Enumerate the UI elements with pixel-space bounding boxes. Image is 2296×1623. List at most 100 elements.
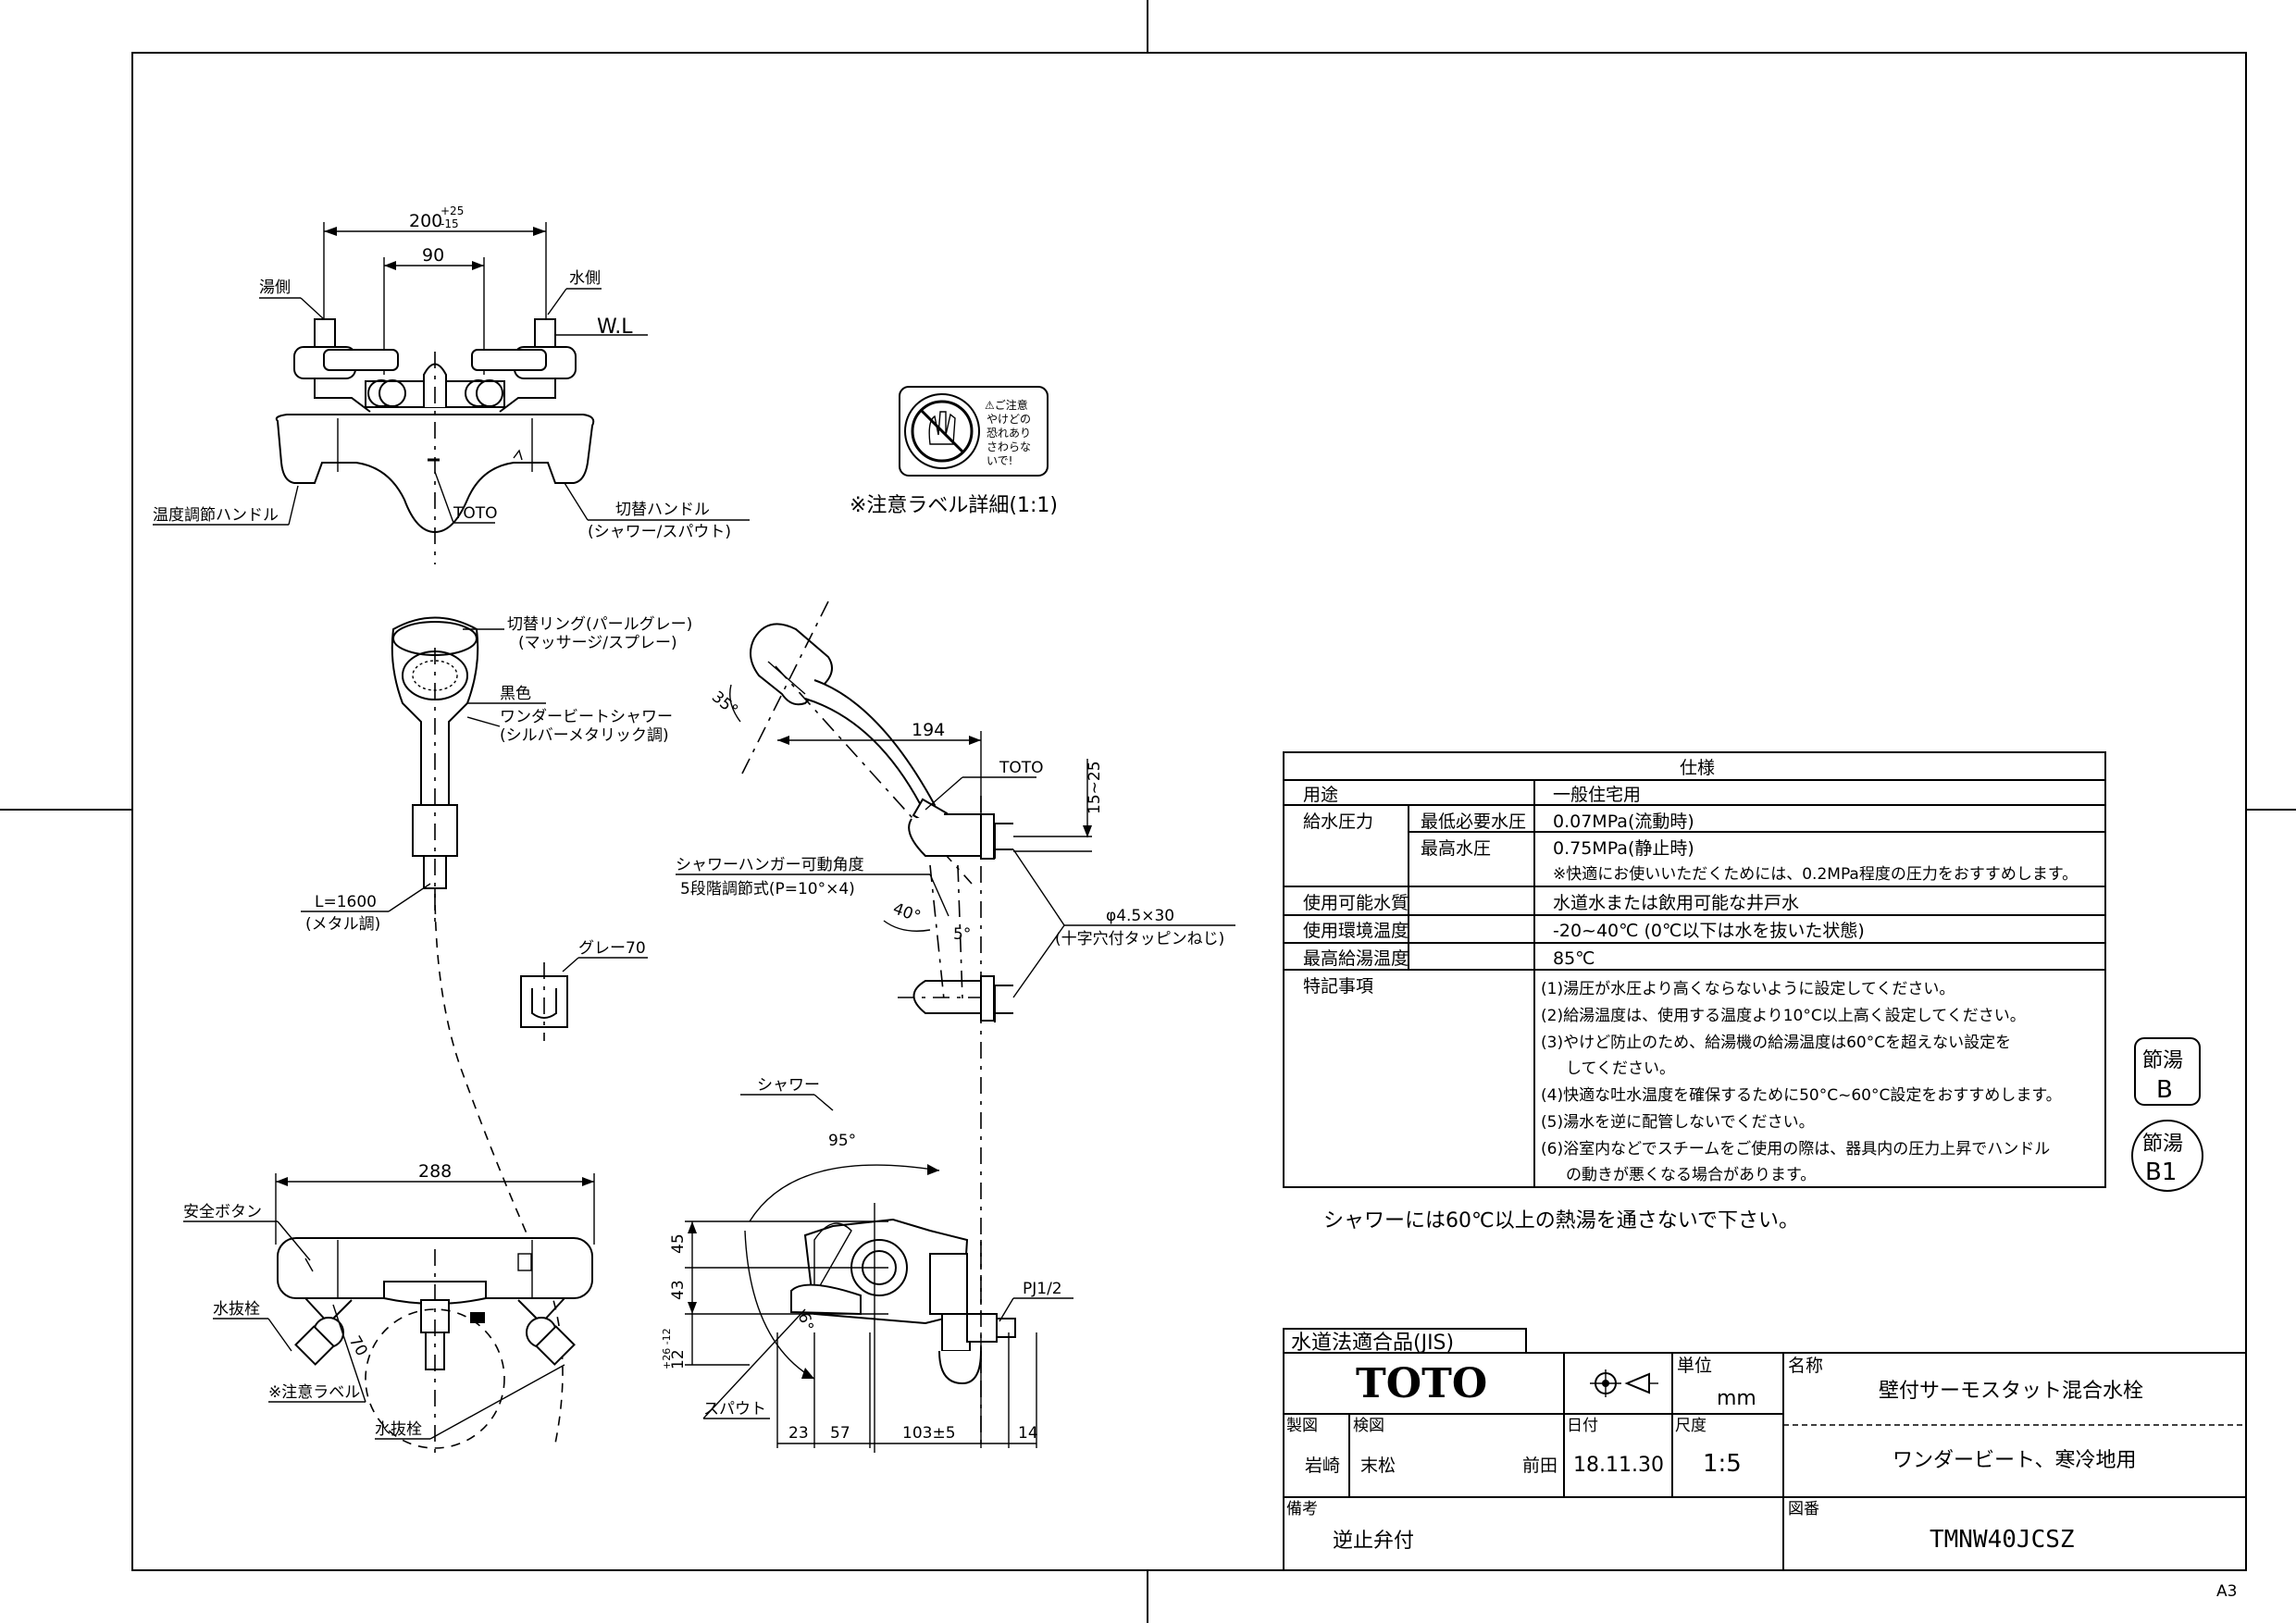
badge-b1-top: 節湯 <box>2142 1133 2183 1156</box>
brand-logo: TOTO <box>1356 1360 1487 1407</box>
pj12-label: PJ1/2 <box>1023 1280 1062 1298</box>
spec-note-2: (2)給湯温度は、使用する温度より10°C以上高く設定してください。 <box>1541 1006 2026 1025</box>
drawn-by: 岩崎 <box>1305 1456 1340 1476</box>
dim-200: 200 <box>409 211 442 231</box>
faucet-bottom-view: 288 70 安全ボタン 水抜栓 ※注意ラベル 水抜栓 <box>183 1161 595 1453</box>
drawing-number-label: 図番 <box>1788 1500 1819 1518</box>
spec-row-1-label: 給水圧力 <box>1303 812 1373 832</box>
product-subname: ワンダービート、寒冷地用 <box>1893 1449 2137 1472</box>
scale-label: 尺度 <box>1675 1417 1706 1435</box>
dim-200-tol-bottom: -15 <box>441 217 459 230</box>
caution-label-detail: ⚠ご注意 やけどの 恐れあり さわらな いで! ※注意ラベル詳細(1:1) <box>850 386 1058 517</box>
dim-103: 103±5 <box>902 1424 956 1443</box>
dim-23: 23 <box>788 1424 809 1443</box>
remarks-value: 逆止弁付 <box>1333 1530 1414 1553</box>
spec-note-6: (6)浴室内などでスチームをご使用の際は、器具内の圧力上昇でハンドル <box>1541 1139 2050 1158</box>
spec-table: 仕様 用途 一般住宅用 給水圧力 最低必要水圧 0.07MPa(流動時) 最高水… <box>1283 751 2106 1233</box>
cold-side-label: 水側 <box>569 269 601 288</box>
dim-14: 14 <box>1018 1424 1038 1443</box>
shower-name-label: ワンダービートシャワー <box>500 708 673 726</box>
badge-b-bottom: B <box>2156 1076 2173 1104</box>
dim-194: 194 <box>912 720 945 740</box>
caution-label-label: ※注意ラベル <box>268 1383 360 1402</box>
black-color-label: 黒色 <box>500 685 531 703</box>
spec-row-5-value: -20~40℃ (0℃以下は水を抜いた状態) <box>1553 921 1865 941</box>
hanger-angle-label: シャワーハンガー可動角度 <box>676 856 864 874</box>
drawn-label: 製図 <box>1286 1417 1318 1435</box>
dim-200-tol-top: +25 <box>441 204 464 217</box>
caution-text-4: さわらな <box>987 440 1031 453</box>
temp-handle-label: 温度調節ハンドル <box>153 506 279 525</box>
screw-label: φ4.5×30 <box>1106 907 1174 925</box>
badge-b-top: 節湯 <box>2142 1049 2183 1072</box>
spec-row-6-value: 85℃ <box>1553 948 1595 969</box>
dim-90: 90 <box>422 245 444 266</box>
shower-side-view: 35° 194 TOTO 15~25 40° 5° シャワーハンガー可動角度 5… <box>676 601 1235 1369</box>
spec-row-4-label: 使用可能水質 <box>1303 893 1409 913</box>
spout-label: スパウト <box>703 1400 766 1419</box>
dim-12: 12 <box>669 1349 688 1369</box>
scale-value: 1:5 <box>1703 1450 1742 1478</box>
remarks-label: 備考 <box>1286 1500 1318 1518</box>
name-label: 名称 <box>1788 1356 1823 1376</box>
switch-ring-label: 切替リング(パールグレー) <box>507 615 692 634</box>
drain-plug-2-label: 水抜栓 <box>375 1420 422 1439</box>
dim-43: 43 <box>669 1280 688 1300</box>
caution-label-detail-title: ※注意ラベル詳細(1:1) <box>850 494 1058 517</box>
drawing-number: TMNW40JCSZ <box>1930 1526 2075 1554</box>
spec-note-4: (4)快適な吐水温度を確保するために50°C~60°C設定をおすすめします。 <box>1541 1086 2062 1105</box>
caution-text-2: やけどの <box>987 413 1031 426</box>
caution-text-5: いで! <box>987 454 1012 467</box>
angle-5: 5° <box>953 925 971 944</box>
sheet-size: A3 <box>2216 1582 2237 1601</box>
dim-288: 288 <box>418 1161 452 1182</box>
date-value: 18.11.30 <box>1573 1454 1664 1477</box>
spec-row-5-label: 使用環境温度 <box>1303 921 1409 941</box>
spec-note-3: (3)やけど防止のため、給湯機の給湯温度は60°Cを超えない設定を <box>1541 1034 2011 1052</box>
toto-mark-label: TOTO <box>453 504 498 523</box>
switch-handle-sub-label: (シャワー/スパウト) <box>588 523 731 541</box>
safety-button-label: 安全ボタン <box>183 1203 262 1221</box>
projection-symbol-icon <box>1590 1369 1658 1397</box>
dim-45: 45 <box>669 1233 688 1254</box>
spec-notes-label: 特記事項 <box>1303 976 1373 997</box>
switch-handle-label: 切替ハンドル <box>615 501 710 519</box>
spec-title: 仕様 <box>1680 758 1715 778</box>
spec-row-2-sub: 最高水圧 <box>1421 838 1491 859</box>
dim-15-25: 15~25 <box>1086 761 1104 814</box>
angle-95: 95° <box>828 1132 856 1150</box>
unit-value: mm <box>1717 1387 1756 1410</box>
hanger-steps-label: 5段階調節式(P=10°×4) <box>680 880 855 898</box>
shower-head-front-view: 切替リング(パールグレー) (マッサージ/スプレー) 黒色 ワンダービートシャワ… <box>301 615 692 1444</box>
angle-40: 40° <box>890 899 923 926</box>
drain-plug-label: 水抜栓 <box>213 1300 260 1319</box>
badge-b1-bottom: B1 <box>2145 1158 2177 1186</box>
unit-label: 単位 <box>1677 1356 1712 1376</box>
title-block: 水道法適合品(JIS) TOTO 単位 mm 名称 壁付サーモスタット混合水栓 … <box>1283 1328 2247 1601</box>
spec-note-1: (1)湯圧が水圧より高くならないように設定してください。 <box>1541 980 1955 998</box>
product-name: 壁付サーモスタット混合水栓 <box>1879 1380 2143 1403</box>
shower-direction-label: シャワー <box>757 1076 820 1095</box>
caution-text-1: ⚠ご注意 <box>985 398 1028 412</box>
gray70-label: グレー70 <box>578 939 646 958</box>
spec-row-0-value: 一般住宅用 <box>1553 785 1641 805</box>
hose-sub-label: (メタル調) <box>305 915 380 934</box>
hose-length-label: L=1600 <box>315 893 377 911</box>
spec-row-0-label: 用途 <box>1303 785 1338 805</box>
dim-12-tolerance: +26 -12 <box>661 1328 673 1369</box>
warning-text: シャワーには60℃以上の熱湯を通さないで下さい。 <box>1323 1209 1799 1233</box>
spec-row-3-value: ※快適にお使いいただくためには、0.2MPa程度の圧力をおすすめします。 <box>1553 864 2078 884</box>
date-label: 日付 <box>1567 1417 1598 1435</box>
spec-note-5: (5)湯水を逆に配管しないでください。 <box>1541 1113 1815 1132</box>
spec-note-3b: してください。 <box>1566 1059 1675 1078</box>
faucet-side-view: シャワー 95° 56° 45 43 12 +26 -12 <box>661 1076 1074 1453</box>
toto-label-2: TOTO <box>999 759 1044 777</box>
dim-57: 57 <box>830 1424 850 1443</box>
hot-side-label: 湯側 <box>259 279 291 297</box>
spec-row-1-value: 0.07MPa(流動時) <box>1553 812 1694 832</box>
switch-ring-sub-label: (マッサージ/スプレー) <box>518 634 677 652</box>
dim-70: 70 <box>345 1333 371 1360</box>
caution-text-3: 恐れあり <box>987 427 1031 440</box>
